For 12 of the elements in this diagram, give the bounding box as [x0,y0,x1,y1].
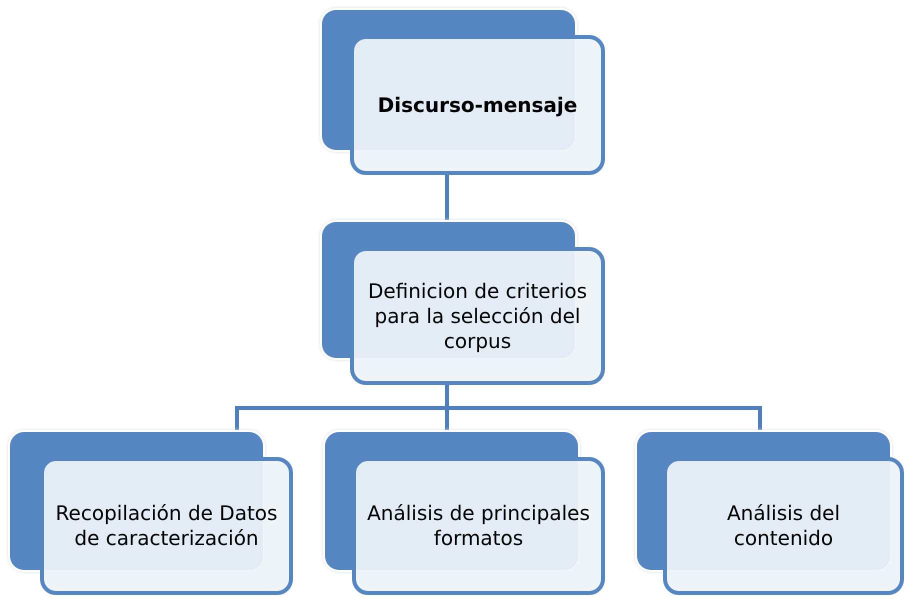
card-label: Definicion de criterios para la selección del corpus [366,278,588,354]
stacked-card [325,432,605,595]
card-label: Análisis de principales formatos [366,501,591,551]
connector-line [445,385,762,432]
card-label: Discurso-mensaje [378,92,578,118]
card-label: Recopilación de Datos de caracterización [54,501,278,551]
card-label: Análisis del contenido [726,501,842,551]
connector-line [445,175,449,222]
stacked-card [322,10,605,175]
stacked-card [10,432,293,595]
stacked-card [637,432,904,595]
stacked-card [322,222,605,385]
